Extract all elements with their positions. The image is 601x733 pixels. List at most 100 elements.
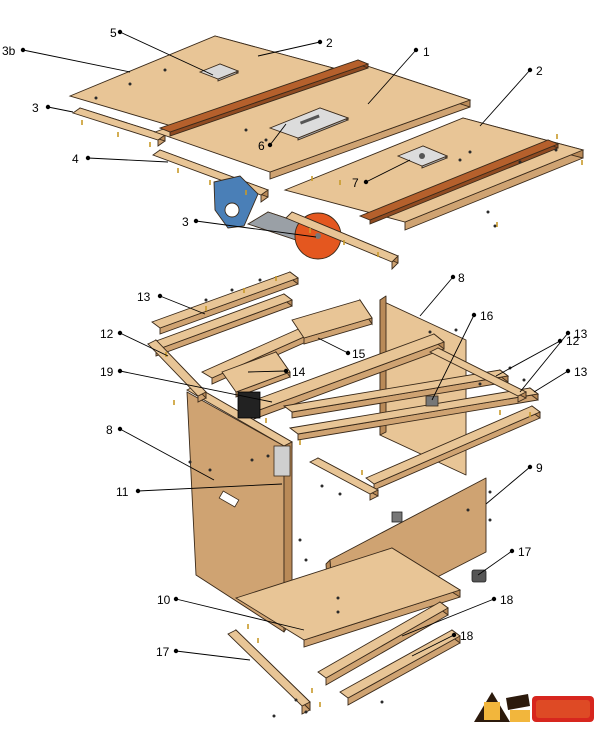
screw-head	[336, 596, 340, 600]
label-3-blade-leader-line	[195, 220, 317, 238]
label-5-leader-line	[119, 31, 214, 76]
screw-head	[230, 288, 234, 292]
label-11: 11	[116, 485, 129, 499]
label-13-right-bottom-leader-dot	[565, 368, 571, 374]
base-panel	[234, 547, 462, 648]
label-16-leader-dot	[471, 312, 477, 318]
left-wing-insert-plate-top-face	[198, 63, 240, 80]
label-2-left-leader-dot	[317, 39, 323, 45]
label-18-top: 18	[500, 593, 514, 607]
screw-head	[266, 454, 270, 458]
label-13-right-top: 13	[574, 327, 588, 341]
label-1: 1	[423, 45, 430, 59]
label-16-leader-line	[431, 314, 475, 401]
label-3-blade-leader-dot	[193, 218, 199, 224]
hinge-bracket	[425, 395, 439, 407]
screw-head	[304, 710, 308, 714]
label-15-leader-dot	[345, 350, 351, 356]
side-lower-rail-top-face	[309, 457, 379, 495]
label-6: 6	[258, 139, 265, 153]
base-panel-top-face	[234, 547, 462, 641]
screw-head	[338, 492, 342, 496]
label-8-top-leader-dot	[450, 274, 456, 280]
screw-head	[380, 700, 384, 704]
label-4-leader-dot	[85, 155, 91, 161]
side-lower-rail	[309, 457, 379, 501]
label-6-leader-dot	[267, 142, 273, 148]
screw-head	[298, 538, 302, 542]
right-end-frame	[428, 347, 528, 403]
right-wing-miter-rail-top-face	[358, 139, 560, 221]
label-9-leader-line	[485, 466, 531, 505]
label-1-leader-line	[367, 49, 417, 105]
label-4: 4	[72, 152, 79, 166]
main-top-miter-rail-top-face	[158, 59, 370, 133]
label-18-bottom-leader-line	[411, 634, 455, 657]
label-2-right: 2	[536, 64, 543, 78]
label-13-left-leader-dot	[157, 293, 163, 299]
label-17-left: 17	[156, 645, 170, 659]
screw-head	[258, 278, 262, 282]
motor-housing	[213, 175, 259, 229]
screw-head	[522, 378, 526, 382]
label-12-right: 12	[566, 334, 580, 348]
mid-rail-15	[291, 298, 373, 345]
label-14-leader-dot	[283, 368, 289, 374]
left-end-frame-top-face	[147, 339, 207, 397]
screw-head	[163, 68, 167, 72]
label-11-leader-dot	[135, 488, 141, 494]
label-13-right-top-leader-dot	[565, 330, 571, 336]
left-panel-handle-slot	[218, 490, 240, 508]
label-14-leader-line	[247, 370, 287, 373]
screw-head	[336, 610, 340, 614]
label-7-leader-line	[365, 159, 411, 183]
mid-rail-15-top-face	[291, 299, 373, 339]
screw-head	[554, 148, 558, 152]
left-end-frame	[147, 338, 207, 403]
label-10-leader-line	[175, 598, 305, 631]
right-front-strip	[285, 211, 399, 271]
bottom-strip-17-left-top-face	[227, 629, 311, 707]
label-7: 7	[352, 176, 359, 190]
screw-head	[488, 490, 492, 494]
blade-slot	[299, 114, 320, 125]
label-8-top-leader-line	[419, 276, 454, 317]
label-12-right-leader-line	[495, 340, 561, 377]
screw-head	[518, 160, 522, 164]
label-4-leader-line	[87, 157, 169, 163]
bottom-strip-18-front-top-face	[317, 601, 449, 679]
caster-wheel	[471, 569, 487, 583]
right-wing-miter-rail	[358, 139, 560, 225]
label-3b-leader-line	[22, 49, 131, 73]
label-8-side-leader-dot	[117, 426, 123, 432]
label-5: 5	[110, 26, 117, 40]
label-3-top-leader-dot	[45, 104, 51, 110]
screw-head	[304, 558, 308, 562]
label-3-top: 3	[32, 101, 39, 115]
label-2-right-leader-line	[479, 69, 531, 127]
screw-head	[294, 698, 298, 702]
front-lower-rail-top-face	[365, 405, 541, 485]
blade-arbor	[315, 233, 321, 239]
label-17-left-leader-dot	[173, 648, 179, 654]
blade-insert-plate-top-face	[268, 107, 350, 139]
screw-head	[272, 714, 276, 718]
screw-head	[264, 138, 268, 142]
label-8-side: 8	[106, 423, 113, 437]
right-upper-rail-13	[288, 387, 540, 441]
motor-bracket	[273, 445, 291, 477]
label-17-right-leader-line	[477, 550, 513, 576]
label-13-right-bottom-leader-line	[533, 370, 569, 393]
label-1-leader-dot	[413, 47, 419, 53]
label-13-left: 13	[137, 290, 151, 304]
label-3b: 3b	[2, 44, 16, 58]
bottom-strip-17-left	[227, 628, 311, 715]
right-front-strip-top-face	[285, 211, 399, 263]
label-17-left-leader-line	[175, 650, 251, 661]
main-top-miter-rail	[158, 59, 370, 137]
label-17-right-leader-dot	[509, 548, 515, 554]
label-3b-leader-dot	[20, 47, 26, 53]
label-10: 10	[157, 593, 171, 607]
label-5-leader-dot	[117, 29, 123, 35]
